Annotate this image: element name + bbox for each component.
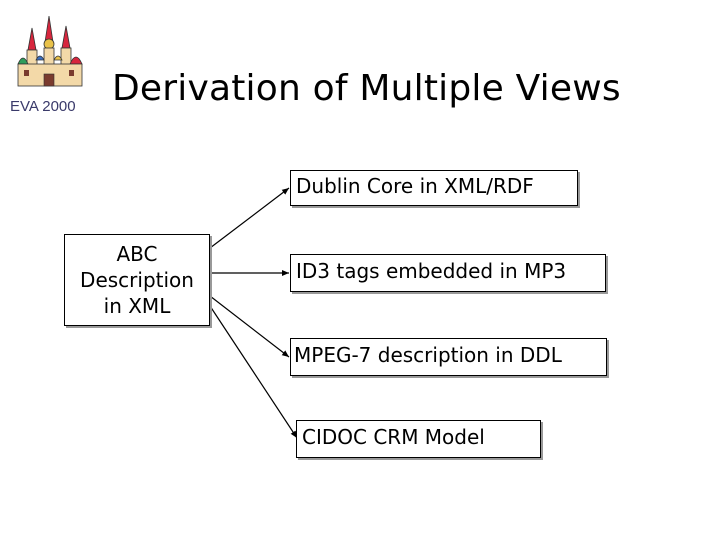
arrow-to-dublin-core	[209, 187, 290, 249]
view-box-cidoc-crm: CIDOC CRM Model	[296, 420, 541, 458]
view-box-dublin-core: Dublin Core in XML/RDF	[290, 170, 578, 206]
source-line-3: in XML	[103, 294, 171, 318]
logo-caption: EVA 2000	[10, 98, 76, 115]
castle-logo-icon	[17, 15, 83, 87]
arrow-to-mpeg7	[209, 295, 290, 358]
arrow-to-cidoc	[209, 305, 298, 439]
source-line-1: ABC	[116, 242, 158, 266]
slide-title: Derivation of Multiple Views	[112, 68, 621, 109]
source-line-2: Description	[80, 268, 194, 292]
source-box-abc-description: ABC Description in XML	[64, 234, 210, 326]
view-box-mpeg7: MPEG-7 description in DDL	[290, 338, 607, 376]
view-box-id3: ID3 tags embedded in MP3	[290, 254, 606, 292]
